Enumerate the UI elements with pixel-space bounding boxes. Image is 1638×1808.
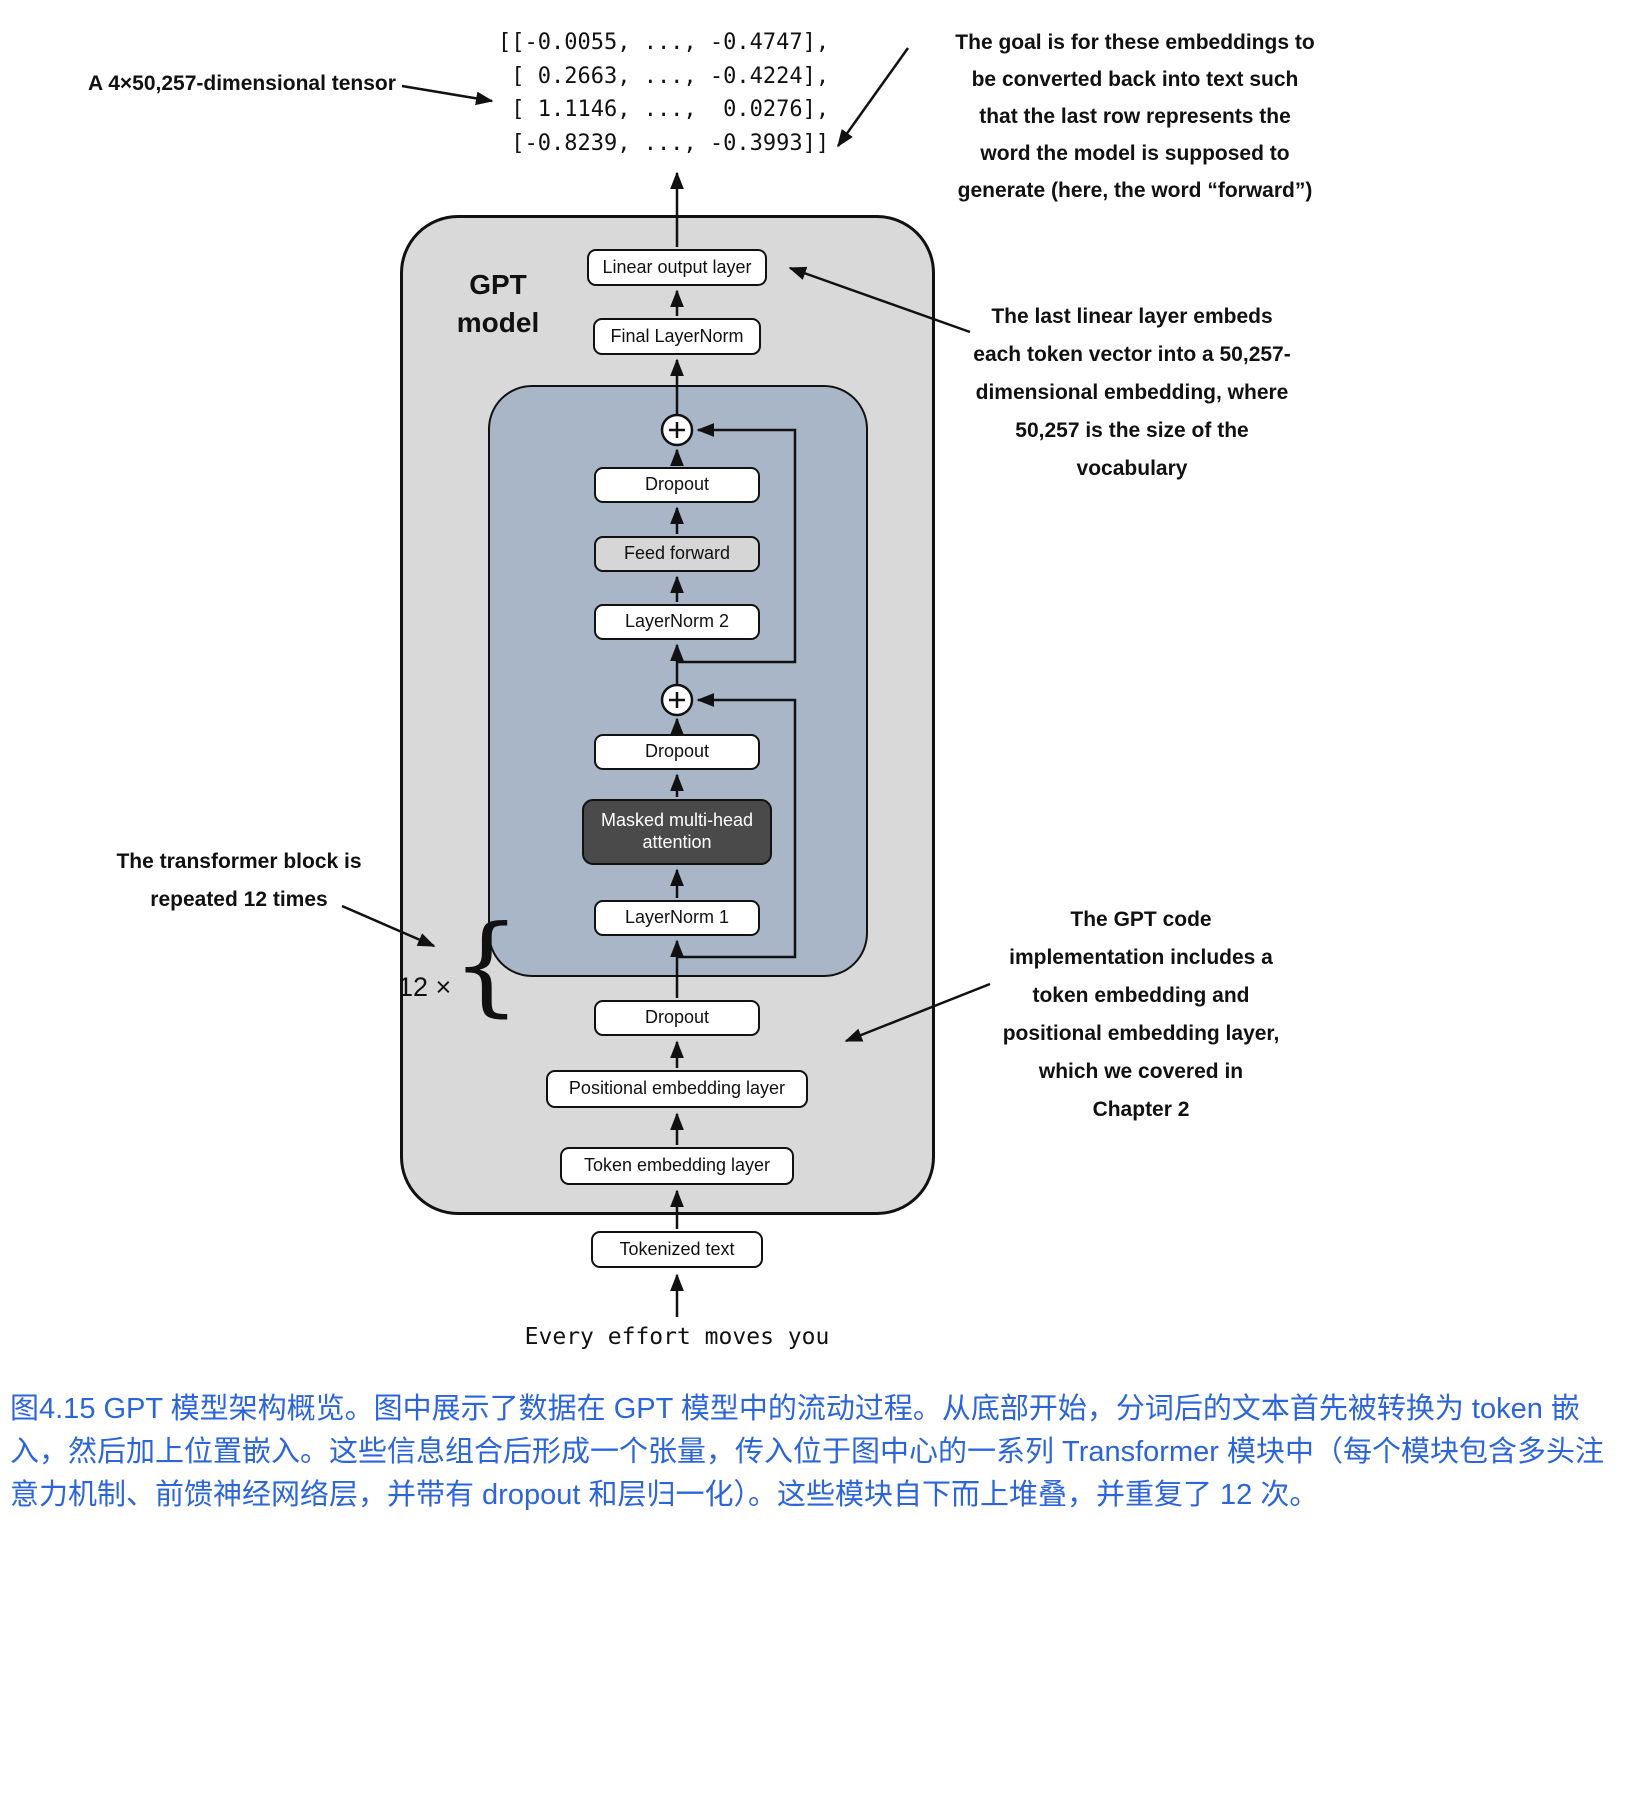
- annotation-arrow-goal: [836, 47, 910, 148]
- box-layernorm-1: LayerNorm 1: [594, 900, 760, 936]
- repeat-count-label: 12 ×: [398, 972, 452, 1002]
- annotation-linear-layer: The last linear layer embeds each token …: [973, 305, 1291, 480]
- gpt-model-label: GPT model: [456, 269, 540, 338]
- box-dropout-bottom: Dropout: [594, 1000, 760, 1036]
- annotation-transformer-repeat: The transformer block is repeated 12 tim…: [116, 850, 362, 911]
- input-sentence: Every effort moves you: [524, 1324, 830, 1350]
- box-tokenized-text: Tokenized text: [591, 1231, 763, 1268]
- box-layernorm-2: LayerNorm 2: [594, 604, 760, 640]
- output-tensor-text: [[-0.0055, ..., -0.4747], [ 0.2663, ...,…: [498, 30, 830, 156]
- box-positional-embedding-layer: Positional embedding layer: [546, 1070, 808, 1108]
- annotation-gpt-code: The GPT code implementation includes a t…: [1002, 908, 1280, 1121]
- box-dropout-mid: Dropout: [594, 734, 760, 770]
- repeat-brace: {: [452, 903, 521, 1028]
- figure-caption: 图4.15 GPT 模型架构概览。图中展示了数据在 GPT 模型中的流动过程。从…: [10, 1393, 1604, 1511]
- annotation-goal: The goal is for these embeddings to be c…: [955, 31, 1315, 202]
- annotation-tensor-label: A 4×50,257-dimensional tensor: [88, 72, 396, 95]
- box-dropout-top: Dropout: [594, 467, 760, 503]
- box-token-embedding-layer: Token embedding layer: [560, 1147, 794, 1185]
- box-masked-multi-head-attention: Masked multi-head attention: [582, 799, 772, 865]
- box-final-layernorm: Final LayerNorm: [593, 318, 761, 355]
- box-linear-output-layer: Linear output layer: [587, 249, 767, 286]
- box-feed-forward: Feed forward: [594, 536, 760, 572]
